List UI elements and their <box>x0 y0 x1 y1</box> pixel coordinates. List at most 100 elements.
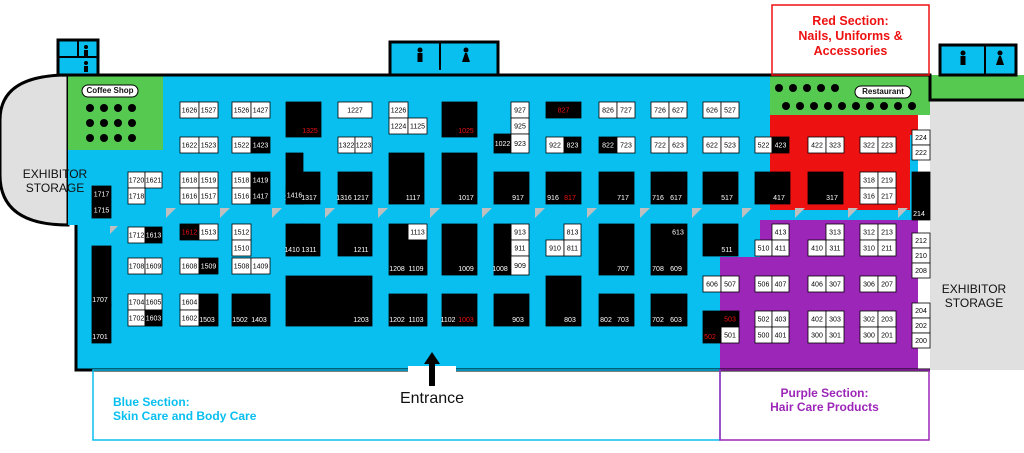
booth-1427[interactable]: 1427 <box>250 101 271 119</box>
booth-1109[interactable]: 1109 <box>407 239 428 276</box>
booth-622[interactable]: 622 <box>702 136 722 154</box>
booth-1417[interactable]: 1417 <box>250 187 271 205</box>
booth-723[interactable]: 723 <box>616 136 636 154</box>
booth-200[interactable]: 200 <box>911 332 931 349</box>
booth-1211[interactable]: 1211 <box>337 223 373 257</box>
booth-913[interactable]: 913 <box>510 223 530 241</box>
booth-422[interactable]: 422 <box>807 136 827 154</box>
booth-826[interactable]: 826 <box>598 101 618 119</box>
booth-502[interactable]: 502 <box>754 310 773 328</box>
booth-822[interactable]: 822 <box>598 136 618 154</box>
booth-1512[interactable]: 1512 <box>231 223 252 241</box>
booth-1322[interactable]: 1322 <box>337 136 356 154</box>
booth-707[interactable]: 707 <box>598 223 635 276</box>
booth-1316[interactable]: 1316 <box>336 171 356 205</box>
booth-1224[interactable]: 1224 <box>388 117 409 135</box>
booth-527[interactable]: 527 <box>720 101 740 119</box>
booth-1609[interactable]: 1609 <box>144 257 163 275</box>
booth-1527[interactable]: 1527 <box>198 101 219 119</box>
booth-317[interactable]: 317 <box>807 171 844 205</box>
booth-811[interactable]: 811 <box>563 239 582 257</box>
booth-1403[interactable]: 1403 <box>250 293 271 327</box>
booth-627[interactable]: 627 <box>668 101 688 119</box>
booth-323[interactable]: 323 <box>825 136 845 154</box>
booth-1608[interactable]: 1608 <box>179 257 200 275</box>
booth-726[interactable]: 726 <box>650 101 670 119</box>
booth-1513[interactable]: 1513 <box>198 223 219 241</box>
booth-1017[interactable]: 1017 <box>441 152 478 205</box>
booth-813[interactable]: 813 <box>563 223 582 241</box>
booth-410[interactable]: 410 <box>807 239 827 257</box>
booth-1604[interactable]: 1604 <box>179 293 200 311</box>
booth-1622[interactable]: 1622 <box>179 136 200 154</box>
booth-1510[interactable]: 1510 <box>231 239 252 257</box>
booth-403[interactable]: 403 <box>771 310 790 328</box>
booth-413[interactable]: 413 <box>771 223 790 241</box>
booth-203[interactable]: 203 <box>877 310 897 328</box>
booth-1503[interactable]: 1503 <box>198 293 219 327</box>
booth-910[interactable]: 910 <box>545 239 565 257</box>
booth-1517[interactable]: 1517 <box>198 187 219 205</box>
booth-217[interactable]: 217 <box>877 187 897 205</box>
booth-500[interactable]: 500 <box>754 326 773 344</box>
booth-1502[interactable]: 1502 <box>231 293 252 327</box>
booth-927[interactable]: 927 <box>510 101 530 119</box>
booth-922[interactable]: 922 <box>545 136 565 154</box>
booth-423[interactable]: 423 <box>771 136 790 154</box>
booth-1618[interactable]: 1618 <box>179 171 200 189</box>
booth-1526[interactable]: 1526 <box>231 101 252 119</box>
booth-1008[interactable]: 1008 <box>492 223 512 276</box>
booth-1325[interactable]: 1325 <box>285 101 322 138</box>
booth-623[interactable]: 623 <box>668 136 688 154</box>
booth-1409[interactable]: 1409 <box>250 257 271 275</box>
booth-1117[interactable]: 1117 <box>388 152 425 205</box>
booth-511[interactable]: 511 <box>702 223 739 257</box>
booth-903[interactable]: 903 <box>493 293 530 327</box>
booth-224[interactable]: 224 <box>911 129 931 146</box>
booth-1125[interactable]: 1125 <box>407 117 428 135</box>
booth-411[interactable]: 411 <box>771 239 790 257</box>
booth-1616[interactable]: 1616 <box>179 187 200 205</box>
booth-222[interactable]: 222 <box>911 144 931 161</box>
booth-1227[interactable]: 1227 <box>337 101 373 119</box>
booth-313[interactable]: 313 <box>825 223 845 241</box>
booth-311[interactable]: 311 <box>825 239 845 257</box>
booth-1605[interactable]: 1605 <box>144 293 163 311</box>
booth-1419[interactable]: 1419 <box>250 171 271 189</box>
booth-1223[interactable]: 1223 <box>354 136 373 154</box>
booth-916[interactable]: 916 <box>545 171 565 205</box>
booth-1203[interactable]: 1203 <box>285 275 373 327</box>
booth-1518[interactable]: 1518 <box>231 171 252 189</box>
booth-306[interactable]: 306 <box>859 275 879 293</box>
booth-522[interactable]: 522 <box>754 136 773 154</box>
booth-523[interactable]: 523 <box>720 136 740 154</box>
booth-316[interactable]: 316 <box>859 187 879 205</box>
booth-1701[interactable]: 1701 <box>91 302 112 344</box>
booth-909[interactable]: 909 <box>510 255 530 276</box>
booth-1003[interactable]: 1003 <box>458 293 478 327</box>
booth-617[interactable]: 617 <box>668 171 688 205</box>
booth-406[interactable]: 406 <box>807 275 827 293</box>
booth-1516[interactable]: 1516 <box>231 187 252 205</box>
booth-213[interactable]: 213 <box>877 223 897 241</box>
booth-708[interactable]: 708 <box>650 223 670 276</box>
booth-510[interactable]: 510 <box>754 239 773 257</box>
booth-802[interactable]: 802 <box>598 293 618 327</box>
booth-911[interactable]: 911 <box>510 239 530 257</box>
booth-925[interactable]: 925 <box>510 117 530 135</box>
booth-502[interactable]: 502 <box>702 310 722 344</box>
booth-402[interactable]: 402 <box>807 310 827 328</box>
booth-702[interactable]: 702 <box>650 293 670 327</box>
booth-606[interactable]: 606 <box>702 275 722 293</box>
booth-503[interactable]: 503 <box>720 310 740 328</box>
booth-603[interactable]: 603 <box>668 293 688 327</box>
booth-211[interactable]: 211 <box>877 239 897 257</box>
booth-302[interactable]: 302 <box>859 310 879 328</box>
booth-613[interactable]: 613 <box>668 223 688 241</box>
booth-1217[interactable]: 1217 <box>353 171 373 205</box>
booth-312[interactable]: 312 <box>859 223 879 241</box>
booth-1113[interactable]: 1113 <box>407 223 428 241</box>
booth-219[interactable]: 219 <box>877 171 897 189</box>
booth-223[interactable]: 223 <box>877 136 897 154</box>
booth-1009[interactable]: 1009 <box>441 223 478 276</box>
